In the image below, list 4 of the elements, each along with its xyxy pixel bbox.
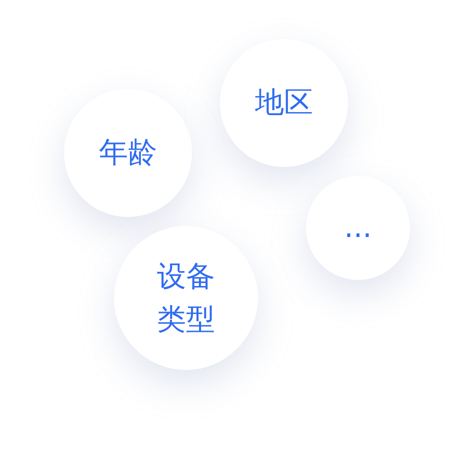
node-label: 地区 [255,84,313,122]
node-label: ... [344,209,372,246]
node-label: 设备类型 [156,258,216,338]
node-label: 年龄 [99,134,157,172]
